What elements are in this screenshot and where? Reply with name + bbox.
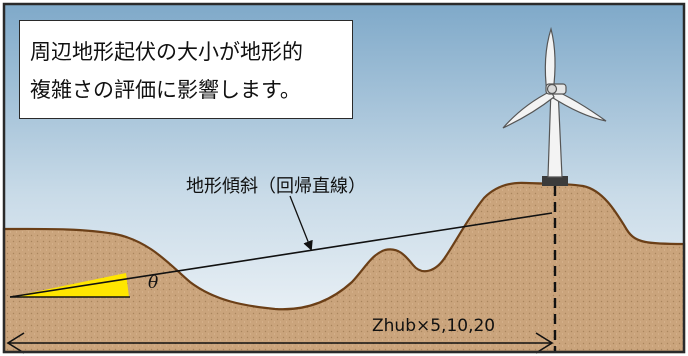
terrain-ground bbox=[2, 181, 686, 354]
angle-wedge bbox=[10, 273, 129, 297]
regression-line bbox=[9, 212, 553, 298]
caption-box: 周辺地形起伏の大小が地形的 複雑さの評価に影響します。 bbox=[19, 20, 353, 119]
caption-line-1: 周辺地形起伏の大小が地形的 bbox=[30, 40, 303, 64]
wind-turbine-icon bbox=[502, 26, 607, 186]
label-pointer-arrow bbox=[289, 195, 313, 251]
angle-label: θ bbox=[148, 273, 159, 293]
distance-arrow bbox=[6, 332, 554, 354]
terrain-slope-label: 地形傾斜（回帰直線） bbox=[186, 176, 366, 197]
distance-label: Zhub×5,10,20 bbox=[372, 316, 496, 336]
caption-line-2: 複雑さの評価に影響します。 bbox=[30, 78, 301, 102]
